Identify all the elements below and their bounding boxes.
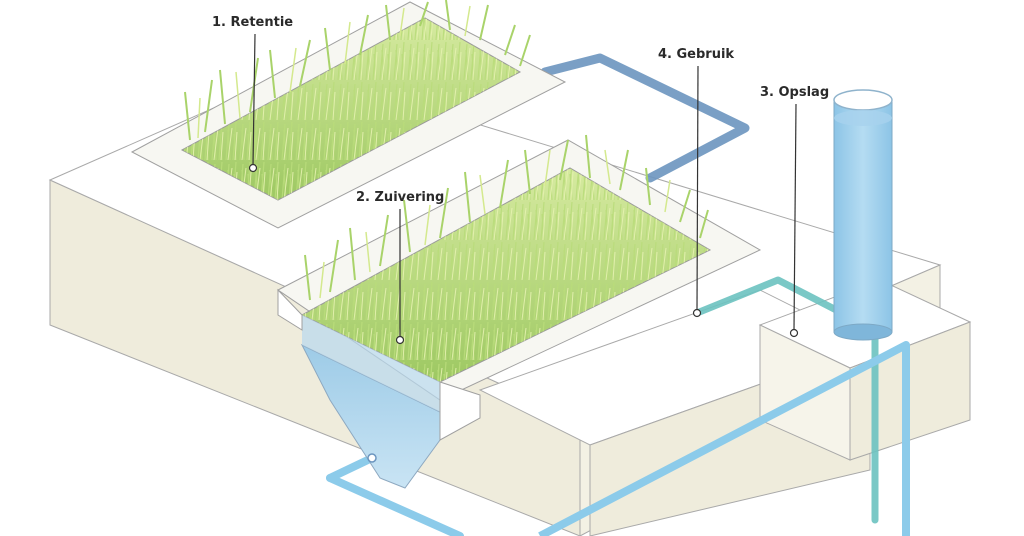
label-opslag: 3. Opslag	[760, 85, 829, 338]
purification-bed	[277, 134, 762, 489]
label-zuivering-text: 2. Zuivering	[356, 190, 444, 205]
label-gebruik-text: 4. Gebruik	[658, 47, 734, 62]
retention-bed	[130, 0, 567, 229]
label-retentie: 1. Retentie	[212, 15, 293, 173]
label-opslag-text: 3. Opslag	[760, 85, 829, 100]
pipe-teal	[693, 276, 879, 524]
pipe-light-blue	[326, 341, 910, 536]
label-gebruik: 4. Gebruik	[658, 47, 734, 318]
pipe-inlet-marker	[367, 453, 377, 463]
label-zuivering: 2. Zuivering	[356, 190, 444, 345]
storage-tank	[833, 89, 893, 341]
label-retentie-text: 1. Retentie	[212, 15, 293, 30]
